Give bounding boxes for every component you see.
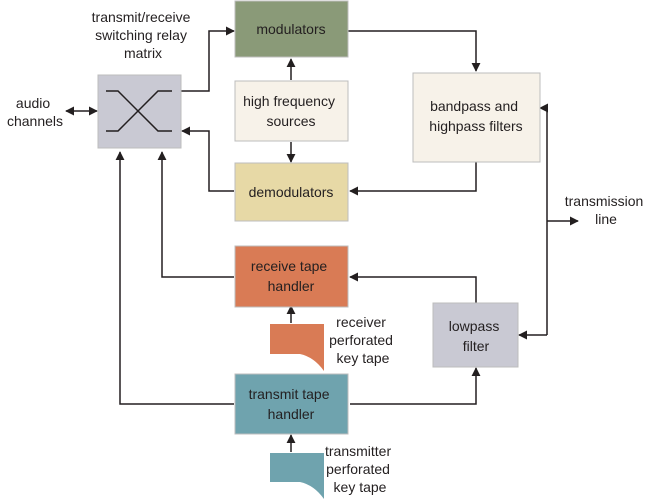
modulators-block — [234, 0, 349, 58]
crossover-symbol — [106, 90, 172, 132]
lowpass-to-receive-handler-wire — [349, 272, 477, 303]
modulators-label: modulators — [256, 21, 325, 37]
receive-tape-handler-block — [234, 245, 349, 308]
transmit-handler-to-matrix-wire — [115, 151, 234, 405]
lowpass-filter-block — [432, 302, 519, 368]
transmitter-key-tape-icon — [270, 453, 324, 499]
demodulators-block — [234, 162, 349, 222]
matrix-to-modulators-wire — [180, 26, 235, 92]
transmit-tape-handler-block — [234, 373, 349, 435]
lowpass-filter-label: lowpass filter — [449, 318, 503, 354]
switching-matrix-label: transmit/receive switching relay matrix — [92, 9, 195, 61]
receiver-tape-label: receiver perforated key tape — [329, 314, 397, 366]
bandpass-to-demodulators-wire — [349, 162, 477, 196]
high-frequency-sources-label: high frequency sources — [243, 93, 339, 129]
receiver-key-tape-icon — [270, 324, 324, 371]
receive-tape-handler-label: receive tape handler — [251, 258, 331, 294]
audio-channels-label: audio channels — [7, 95, 63, 129]
demodulators-to-matrix-wire — [181, 126, 234, 192]
receive-handler-to-matrix-wire — [157, 151, 234, 278]
transmitter-tape-label: transmitter perforated key tape — [325, 443, 395, 495]
bandpass-highpass-block — [412, 72, 541, 163]
transmission-line-label: transmission line — [565, 193, 647, 227]
switching-matrix-block — [97, 74, 182, 149]
bandpass-highpass-label: bandpass and highpass filters — [429, 98, 522, 134]
high-frequency-sources-block — [234, 80, 349, 142]
transmit-tape-handler-label: transmit tape handler — [249, 386, 334, 422]
transmit-handler-to-lowpass-wire — [350, 367, 481, 405]
modulators-to-bandpass-wire — [348, 30, 481, 72]
demodulators-label: demodulators — [249, 184, 334, 200]
